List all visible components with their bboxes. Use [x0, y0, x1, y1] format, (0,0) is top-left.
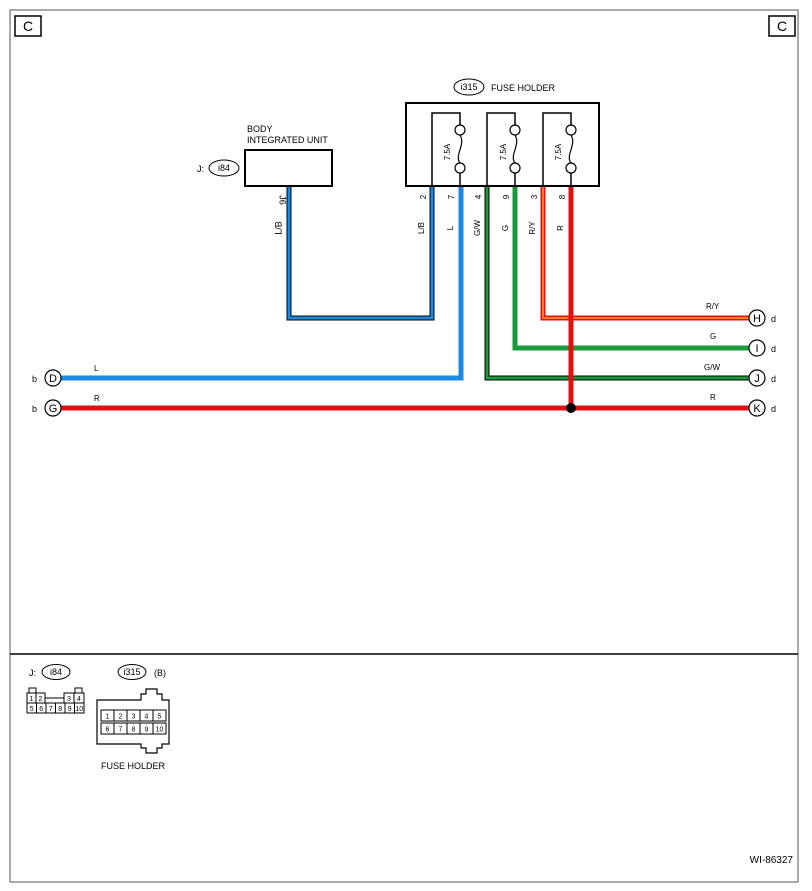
connector-k-wire: R	[710, 393, 716, 402]
fuse-1-rating: 7.5A	[443, 143, 452, 160]
fuse-2: 7.5A	[486, 112, 521, 186]
i84-pin-6: 6	[39, 706, 43, 713]
fuse-wire-label-ry: R/Y	[528, 221, 537, 235]
i315-pin-10: 10	[156, 727, 164, 734]
connector-h-page: d	[771, 314, 776, 324]
body-unit-title-line1: BODY	[247, 124, 273, 134]
connector-g-page: b	[32, 404, 37, 414]
body-integrated-unit: BODY INTEGRATED UNIT J: i84 J6 L/B	[197, 124, 333, 235]
fuse-3-rating: 7.5A	[554, 143, 563, 160]
figure-id: WI-86327	[750, 855, 794, 866]
connector-j-letter: J	[754, 373, 760, 385]
i84-pin-4: 4	[77, 696, 81, 703]
wire-gw	[484, 186, 757, 381]
fuse-holder-connector-id: i315	[460, 82, 477, 92]
fuse-pin-4: 4	[474, 194, 483, 199]
wire-lb	[286, 186, 435, 321]
fuse-wire-label-l: L	[446, 225, 455, 230]
i84-pin-1: 1	[30, 696, 34, 703]
connector-view-i315-caption: FUSE HOLDER	[101, 761, 166, 771]
i315-pin-5: 5	[158, 714, 162, 721]
connector-view-i84-id: i84	[50, 667, 62, 677]
wire-ry	[540, 186, 757, 321]
connector-d-page: b	[32, 374, 37, 384]
i84-pin-8: 8	[58, 706, 62, 713]
connector-d: b D L	[32, 364, 99, 387]
body-unit-pin: J6	[278, 195, 288, 205]
fuse-wire-label-g: G	[501, 225, 510, 231]
connector-h-wire: R/Y	[706, 302, 720, 311]
corner-marker-right-label: C	[777, 18, 787, 34]
connector-i-letter: I	[755, 343, 758, 355]
fuse-wire-label-gw: G/W	[473, 220, 482, 236]
fuse-pin-2: 2	[419, 194, 428, 199]
i84-pin-3: 3	[67, 696, 71, 703]
wire-r	[53, 186, 757, 413]
connector-view-i315-id: i315	[123, 667, 140, 677]
connector-view-i84-prefix: J:	[29, 668, 36, 678]
i84-pin-7: 7	[49, 706, 53, 713]
corner-marker-right: C	[768, 15, 796, 37]
wire-l	[53, 186, 464, 381]
splice-point	[566, 403, 576, 413]
corner-marker-left-label: C	[23, 18, 33, 34]
connector-view-i315: i315 (B) 1 2 3 4 5 6 7 8 9 10 FUSE HOLDE…	[96, 664, 170, 771]
wire-g	[512, 186, 757, 351]
body-unit-connector-id: i84	[218, 163, 230, 173]
page-frame	[9, 9, 799, 883]
fuse-pin-8: 8	[558, 194, 567, 199]
body-unit-connector-prefix: J:	[197, 164, 204, 174]
i84-pin-5: 5	[30, 706, 34, 713]
fuse-wire-label-r: R	[556, 225, 565, 231]
fuse-pin-3: 3	[530, 194, 539, 199]
connector-g-wire: R	[94, 394, 100, 403]
fuse-pin-7: 7	[447, 194, 456, 199]
connector-h-letter: H	[753, 313, 761, 325]
fuse-3: 7.5A	[542, 112, 577, 186]
connector-view-i315-variant: (B)	[154, 668, 166, 678]
connector-j-page: d	[771, 374, 776, 384]
i315-pin-6: 6	[106, 727, 110, 734]
connector-view-i84: J: i84 1 2 3 4 5 6 7 8 9 10	[26, 664, 85, 714]
fuse-1: 7.5A	[431, 112, 466, 186]
connector-j: G/W J d	[704, 363, 776, 387]
corner-marker-left: C	[14, 15, 42, 37]
connector-i-wire: G	[710, 332, 716, 341]
connector-j-wire: G/W	[704, 363, 720, 372]
body-unit-title-line2: INTEGRATED UNIT	[247, 135, 328, 145]
connector-g: b G R	[32, 394, 100, 417]
i315-pin-8: 8	[132, 727, 136, 734]
i315-pin-3: 3	[132, 714, 136, 721]
fuse-holder-box	[405, 102, 600, 187]
connector-k: R K d	[710, 393, 776, 417]
connector-h: R/Y H d	[706, 302, 776, 327]
body-unit-wire-label: L/B	[273, 221, 283, 235]
connector-k-page: d	[771, 404, 776, 414]
i315-pin-9: 9	[145, 727, 149, 734]
connector-g-letter: G	[49, 403, 58, 415]
i315-pin-1: 1	[106, 714, 110, 721]
i315-pin-2: 2	[119, 714, 123, 721]
i84-pin-9: 9	[68, 706, 72, 713]
fuse-pin-9: 9	[502, 194, 511, 199]
connector-d-wire: L	[94, 364, 99, 373]
fuse-holder: i315 FUSE HOLDER 7.5A 7.5A	[405, 78, 600, 236]
i84-pin-10: 10	[75, 706, 83, 713]
i315-pin-4: 4	[145, 714, 149, 721]
connector-k-letter: K	[753, 403, 761, 415]
i84-pin-2: 2	[39, 696, 43, 703]
fuse-2-rating: 7.5A	[499, 143, 508, 160]
connector-i: G I d	[710, 332, 776, 357]
body-unit-box	[244, 149, 333, 187]
fuse-holder-title: FUSE HOLDER	[491, 83, 556, 93]
i315-pin-7: 7	[119, 727, 123, 734]
fuse-wire-label-lb: L/B	[417, 222, 426, 234]
connector-i-page: d	[771, 344, 776, 354]
connector-d-letter: D	[49, 373, 57, 385]
